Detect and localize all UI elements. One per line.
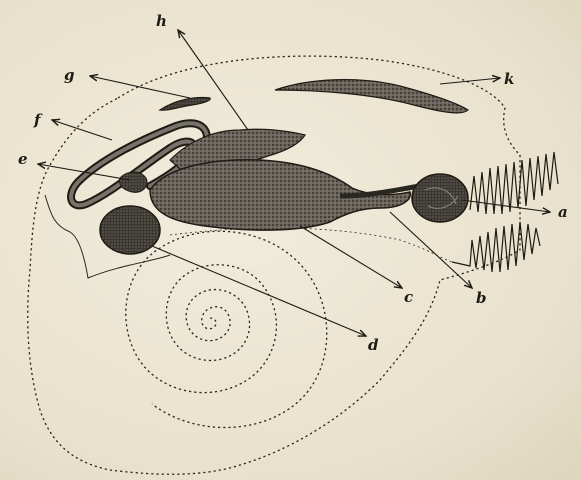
leader-h [178, 30, 248, 130]
organ-e [120, 172, 147, 192]
spiral-shell [126, 231, 327, 427]
label-a: a [558, 203, 568, 221]
body-outline [28, 56, 520, 474]
label-e: e [18, 150, 28, 168]
label-b: b [476, 289, 487, 307]
label-d: d [368, 336, 379, 354]
label-f: f [33, 111, 43, 129]
leader-d [152, 246, 366, 336]
leader-k [440, 78, 500, 84]
leader-g [90, 76, 190, 98]
label-g: g [64, 66, 75, 84]
leader-b [390, 212, 472, 288]
organ-k [275, 80, 468, 113]
leader-c [300, 226, 402, 288]
organ-d [100, 206, 160, 254]
zigzag-lower [452, 222, 540, 272]
label-h: h [156, 12, 167, 30]
organ-a-bulb [412, 174, 468, 222]
organ-g [160, 98, 210, 111]
zigzag-upper [470, 152, 558, 214]
label-k: k [504, 70, 514, 88]
label-c: c [404, 288, 413, 306]
leader-a [462, 200, 550, 212]
